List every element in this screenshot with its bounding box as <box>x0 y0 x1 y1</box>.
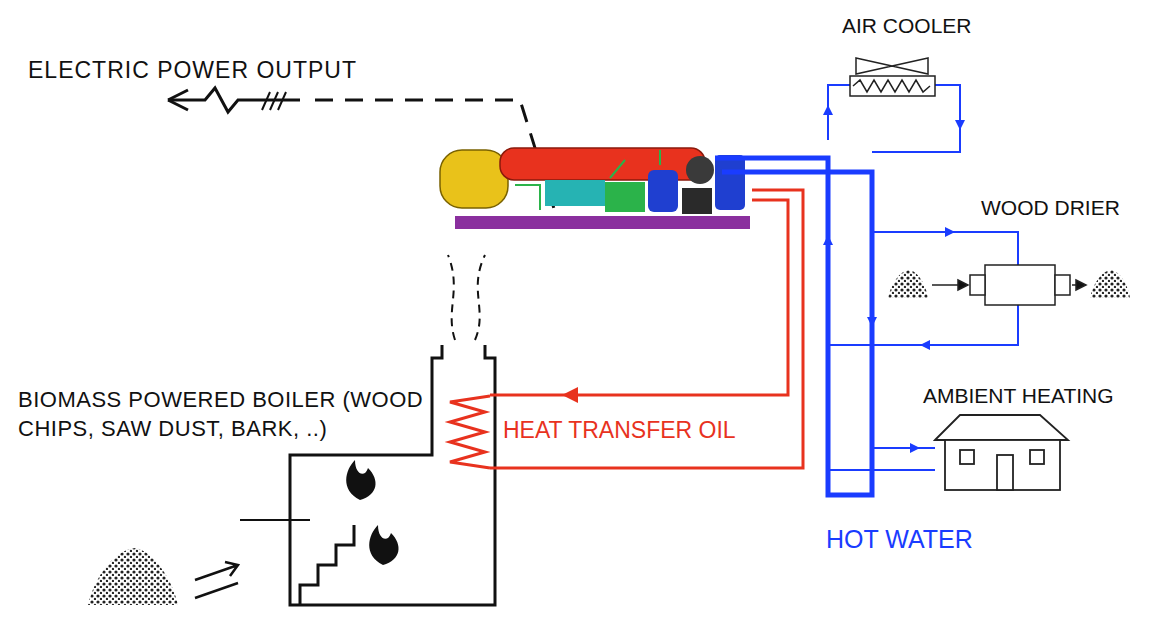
oil-pipe <box>490 190 803 468</box>
smoke <box>448 255 485 340</box>
arrow-head <box>562 387 578 403</box>
power-line <box>168 88 556 215</box>
house-node: AMBIENT HEATING <box>920 380 1148 492</box>
wood-pile <box>888 270 928 298</box>
cooler-node: AIR COOLER <box>840 8 990 118</box>
oil-label: HEAT TRANSFER OIL <box>503 416 736 444</box>
wood-drier <box>932 265 1086 305</box>
node-label: WOOD DRIER <box>981 194 1120 222</box>
boiler <box>240 345 495 605</box>
node-label: AMBIENT HEATING <box>923 382 1114 410</box>
flames <box>346 460 398 565</box>
biomass-pile <box>88 548 178 605</box>
node-label: BIOMASS POWERED BOILER (WOOD CHIPS, SAW … <box>18 385 428 443</box>
node-label: AIR COOLER <box>842 12 972 40</box>
boiler-node: BIOMASS POWERED BOILER (WOOD CHIPS, SAW … <box>290 345 495 605</box>
house <box>935 415 1068 490</box>
drier-node: WOOD DRIER <box>975 192 1145 307</box>
feed-arrow <box>195 562 238 598</box>
air-cooler <box>850 58 935 96</box>
wood-pile <box>1090 270 1130 298</box>
output-label: ELECTRIC POWER OUTPUT <box>28 56 357 84</box>
orc-unit <box>440 148 750 229</box>
water-label: HOT WATER <box>826 525 973 553</box>
heat-coil <box>450 396 490 468</box>
